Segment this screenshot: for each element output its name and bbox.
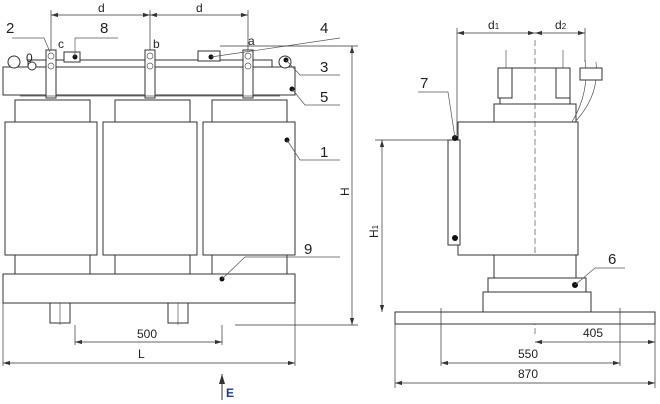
front-view: 2 8 4 3 5 1 9 0 c b a d d H 500 L E [2, 1, 358, 400]
phase-a-label: a [248, 34, 255, 48]
svg-text:550: 550 [518, 347, 538, 361]
svg-text:500: 500 [137, 327, 157, 341]
svg-text:d: d [196, 1, 203, 15]
coil-a [202, 121, 296, 256]
callout-2: 2 [6, 20, 14, 37]
dim-d: d d [50, 1, 249, 50]
dim-L: L [2, 303, 296, 366]
callout-6: 6 [608, 251, 616, 268]
phase-c-label: c [58, 37, 64, 51]
neutral-terminal [27, 61, 37, 71]
dim-405: 405 [535, 324, 656, 388]
svg-text:H: H [338, 187, 352, 196]
dim-500: 500 [74, 325, 223, 345]
svg-text:L: L [138, 347, 145, 361]
dim-H: H [220, 45, 358, 326]
coil-c [4, 121, 98, 256]
svg-text:d1: d1 [488, 18, 500, 32]
callout-3: 3 [320, 59, 328, 76]
svg-text:H1: H1 [367, 224, 381, 238]
core-yoke-upper [14, 95, 288, 123]
svg-text:870: 870 [518, 367, 538, 381]
lifting-lug-left [7, 55, 21, 69]
neutral-label: 0 [26, 51, 33, 65]
wheels [49, 302, 189, 325]
dim-870: 870 [394, 324, 655, 388]
callout-7: 7 [420, 75, 428, 92]
side-view: 7 6 d1 d2 H1 405 550 870 [367, 18, 656, 388]
phase-b-label: b [153, 37, 160, 51]
lower-clamp [2, 273, 296, 304]
svg-text:d: d [98, 1, 105, 15]
side-coil [457, 121, 579, 256]
callout-5: 5 [320, 89, 328, 106]
dim-d1-d2: d1 d2 [456, 18, 586, 135]
view-arrow-E: E [219, 374, 234, 400]
callout-4: 4 [320, 20, 328, 37]
dim-550: 550 [440, 308, 621, 366]
coil-b [102, 121, 198, 256]
callout-1: 1 [320, 144, 328, 161]
temp-sensor-box [63, 51, 81, 63]
svg-text:405: 405 [583, 326, 603, 340]
svg-text:d2: d2 [555, 18, 567, 32]
callout-8: 8 [100, 20, 108, 37]
tap-panel [447, 139, 461, 246]
svg-text:E: E [226, 386, 234, 400]
base-plate [394, 311, 656, 325]
callout-9: 9 [304, 241, 312, 258]
dim-H1: H1 [367, 139, 448, 312]
